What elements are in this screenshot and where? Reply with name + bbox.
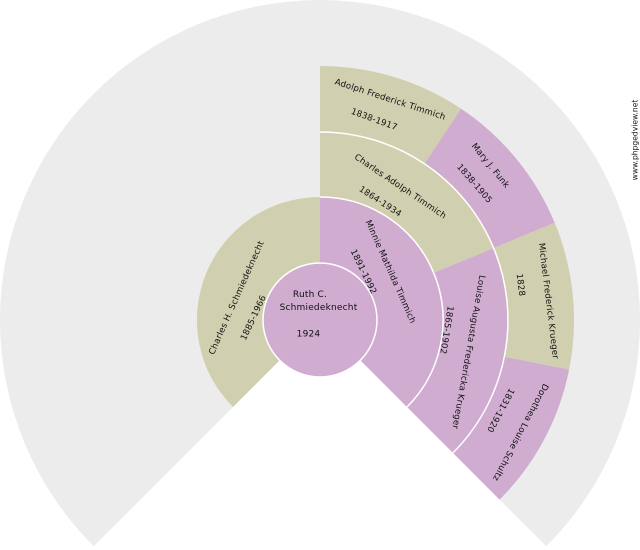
segment-great-grandparent-1[interactable]	[320, 66, 462, 164]
root-name-line1: Ruth C.	[293, 290, 327, 300]
segment-maternal-grandmother[interactable]	[407, 248, 508, 453]
segment-great-grandparent-4[interactable]	[452, 356, 570, 500]
root-name-line2: Schmiedeknecht	[280, 303, 358, 313]
segment-maternal-grandfather[interactable]	[320, 132, 494, 273]
segment-father[interactable]	[196, 197, 320, 407]
segment-mother[interactable]	[320, 196, 444, 407]
segment-root-person[interactable]	[262, 262, 378, 378]
watermark: www.phpgedview.net	[631, 100, 640, 181]
ring-separator-2	[319, 131, 509, 454]
segment-great-grandparent-3[interactable]	[493, 222, 575, 370]
root-dates: 1924	[297, 330, 321, 340]
segment-great-grandparent-2[interactable]	[424, 108, 555, 249]
ring-separator-1	[319, 196, 444, 408]
great-grandparent-3-dates: 1828	[514, 273, 527, 297]
